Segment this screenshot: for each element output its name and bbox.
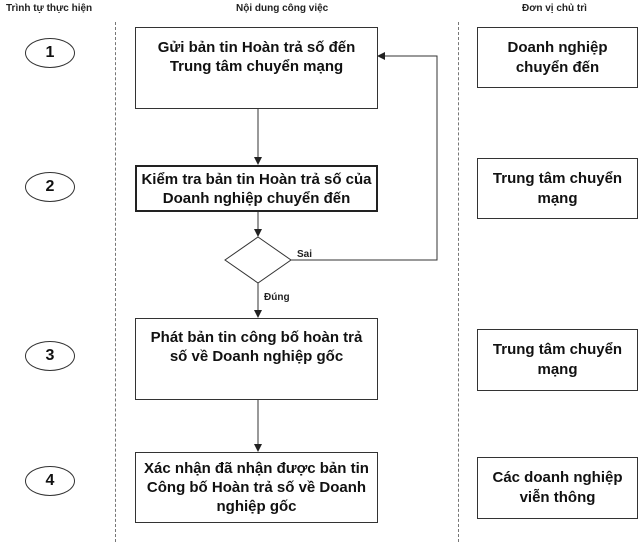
owner-box-2: Trung tâm chuyển mạng [477, 158, 638, 219]
step-number-4: 4 [25, 466, 75, 496]
task-text-1: Gửi bản tin Hoàn trả số đến Trung tâm ch… [157, 39, 356, 75]
step-number-2: 2 [25, 172, 75, 202]
decision-false-label: Sai [297, 249, 313, 260]
step-number-3: 3 [25, 341, 75, 371]
owner-box-4: Các doanh nghiệp viễn thông [477, 457, 638, 519]
lane-divider-left [115, 22, 116, 542]
header-owner: Đơn vị chủ trì [522, 3, 587, 14]
lane-divider-right [458, 22, 459, 542]
arrow-decision-false-loop [291, 52, 438, 261]
owner-text-4: Các doanh nghiệp viễn thông [492, 469, 623, 506]
task-box-2: Kiểm tra bản tin Hoàn trả số của Doanh n… [135, 165, 378, 212]
owner-text-1: Doanh nghiệp chuyển đến [507, 38, 608, 76]
step-number-1: 1 [25, 38, 75, 68]
task-box-1: Gửi bản tin Hoàn trả số đến Trung tâm ch… [135, 27, 378, 109]
decision-diamond [224, 236, 292, 284]
owner-box-1: Doanh nghiệp chuyển đến [477, 27, 638, 88]
decision-true-label: Đúng [264, 292, 290, 303]
owner-box-3: Trung tâm chuyển mạng [477, 329, 638, 391]
header-content: Nội dung công việc [236, 3, 329, 14]
task-text-4: Xác nhận đã nhận được bản tin Công bố Ho… [144, 460, 369, 515]
owner-text-2: Trung tâm chuyển mạng [492, 169, 623, 207]
task-box-3: Phát bản tin công bố hoàn trả số về Doan… [135, 318, 378, 400]
task-box-4: Xác nhận đã nhận được bản tin Công bố Ho… [135, 452, 378, 523]
header-sequence: Trình tự thực hiện [6, 3, 93, 14]
task-text-3: Phát bản tin công bố hoàn trả số về Doan… [150, 329, 363, 365]
owner-text-3: Trung tâm chuyển mạng [492, 341, 623, 378]
task-text-2: Kiểm tra bản tin Hoàn trả số của Doanh n… [141, 170, 372, 207]
